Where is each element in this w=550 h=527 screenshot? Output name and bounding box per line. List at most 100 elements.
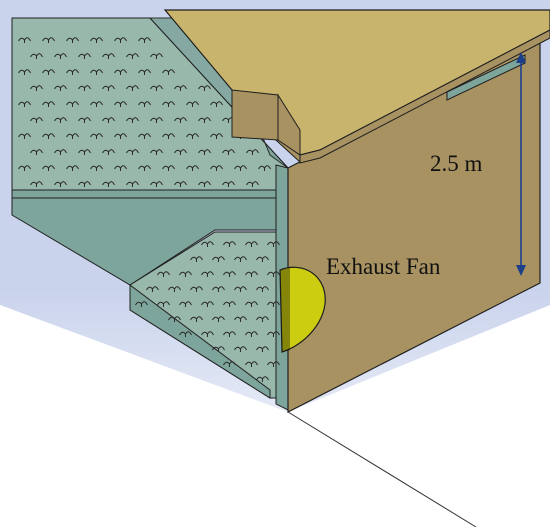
bird-glyph [54,53,67,59]
bird-glyph [66,133,79,139]
ground-plane [0,305,550,527]
bird-glyph [162,101,175,107]
bird-glyph [102,149,115,155]
bird-glyph [54,85,67,91]
bird-glyph [30,149,43,155]
bird-glyph [201,241,214,247]
bird-glyph [150,117,163,123]
bird-glyph [210,165,223,171]
bird-glyph [18,101,31,107]
bird-glyph [126,53,139,59]
bird-glyph [198,149,211,155]
bird-glyph [246,181,259,187]
bird-glyph [114,133,127,139]
bird-glyph [102,181,115,187]
bird-glyph [114,37,127,43]
bird-glyph [210,133,223,139]
bird-glyph [138,101,151,107]
bird-glyph [90,69,103,75]
bird-glyph [30,53,43,59]
bird-glyph [190,286,203,292]
bird-glyph [126,181,139,187]
bird-pattern [18,37,280,382]
bird-glyph [157,271,170,277]
bird-glyph [267,241,280,247]
bird-glyph [186,165,199,171]
bird-glyph [245,301,258,307]
bird-glyph [245,361,258,367]
bird-glyph [201,271,214,277]
bird-glyph [245,241,258,247]
bird-glyph [66,69,79,75]
bird-glyph [54,149,67,155]
bird-glyph [30,181,43,187]
bird-glyph [201,301,214,307]
bird-glyph [267,301,280,307]
bird-glyph [102,85,115,91]
bird-glyph [18,37,31,43]
bird-glyph [234,316,247,322]
bird-glyph [30,117,43,123]
bird-glyph [234,256,247,262]
bird-glyph [90,101,103,107]
bird-glyph [198,181,211,187]
bird-glyph [150,149,163,155]
bird-glyph [78,181,91,187]
exhaust-fan-label: Exhaust Fan [326,254,441,279]
bird-glyph [78,117,91,123]
bird-glyph [246,149,259,155]
bird-glyph [245,331,258,337]
bird-glyph [78,53,91,59]
bird-glyph [258,165,271,171]
bird-glyph [256,316,269,322]
bird-glyph [223,241,236,247]
bird-glyph [174,149,187,155]
bird-glyph [190,316,203,322]
exhaust-fan-shadow [280,268,290,352]
bird-glyph [198,85,211,91]
bird-glyph [212,346,225,352]
bird-glyph [90,165,103,171]
bird-glyph [222,149,235,155]
bird-glyph [114,101,127,107]
bird-glyph [168,286,181,292]
bird-glyph [186,101,199,107]
bird-glyph [223,331,236,337]
bird-glyph [126,85,139,91]
bird-glyph [102,117,115,123]
bird-glyph [126,117,139,123]
bird-glyph [256,376,269,382]
bird-glyph [162,69,175,75]
bird-glyph [54,181,67,187]
bird-glyph [212,286,225,292]
bird-glyph [138,133,151,139]
bird-glyph [42,101,55,107]
bird-glyph [66,165,79,171]
roof-overhang-box [231,89,279,141]
bird-glyph [146,286,159,292]
roof-right-edge [299,29,550,164]
bird-glyph [179,301,192,307]
bird-glyph [223,301,236,307]
bird-glyph [42,69,55,75]
bird-glyph [256,256,269,262]
bird-glyph [150,85,163,91]
bird-glyph [114,69,127,75]
bird-glyph [78,149,91,155]
bird-glyph [222,181,235,187]
bird-glyph [18,133,31,139]
bird-glyph [138,37,151,43]
bird-glyph [114,165,127,171]
bird-glyph [102,53,115,59]
bird-glyph [135,301,148,307]
bird-glyph [78,85,91,91]
bird-glyph [42,37,55,43]
bird-glyph [212,256,225,262]
bird-glyph [174,85,187,91]
bird-glyph [190,256,203,262]
bird-glyph [234,346,247,352]
bird-glyph [138,69,151,75]
bird-glyph [18,165,31,171]
exhaust-fan [279,266,326,353]
